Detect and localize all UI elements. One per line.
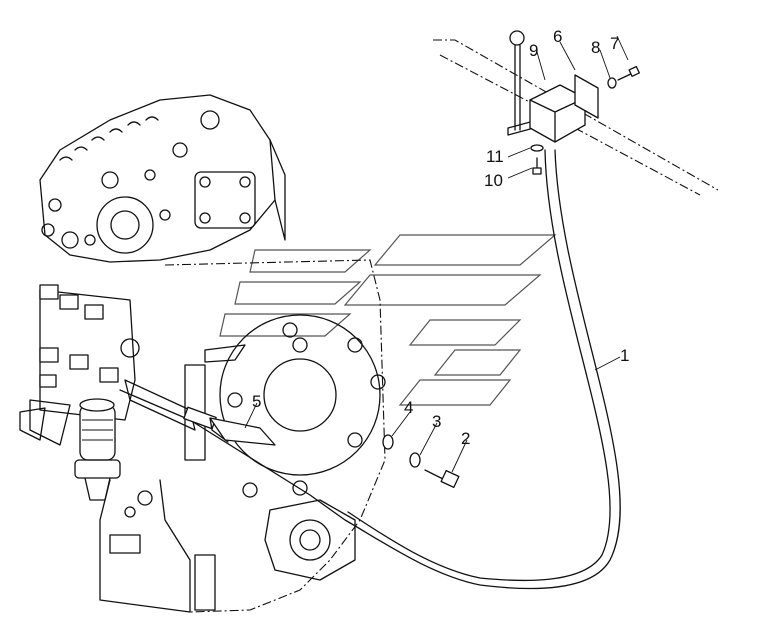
callout-9: 9 xyxy=(529,41,538,60)
callout-6: 6 xyxy=(553,27,562,46)
hardware-washer-8[interactable] xyxy=(607,77,617,89)
callout-4: 4 xyxy=(404,398,413,417)
cable-bracket[interactable] xyxy=(209,417,276,446)
callout-11: 11 xyxy=(486,147,504,166)
cab-panel xyxy=(433,39,719,196)
callout-10: 10 xyxy=(484,171,503,190)
callout-7: 7 xyxy=(610,34,619,53)
hardware-washer-4[interactable] xyxy=(382,434,394,450)
hardware-bolt-2[interactable] xyxy=(424,469,460,489)
name-plate xyxy=(109,534,141,554)
control-cable[interactable] xyxy=(119,149,621,590)
hardware-washer-11[interactable] xyxy=(530,144,544,152)
hardware-bolt-10[interactable] xyxy=(532,157,542,175)
filter-canister xyxy=(74,398,153,518)
callout-3: 3 xyxy=(432,412,441,431)
lifting-eye xyxy=(200,110,220,130)
callout-8: 8 xyxy=(591,38,600,57)
housing-cover-plate xyxy=(194,171,256,229)
transmission-housing xyxy=(39,94,386,613)
mounting-plate xyxy=(574,74,599,119)
callout-2: 2 xyxy=(461,429,470,448)
callout-1: 1 xyxy=(620,346,629,365)
watermark-logo xyxy=(219,234,557,406)
hardware-bolt-7[interactable] xyxy=(617,65,640,81)
hardware-washer-3[interactable] xyxy=(409,452,421,468)
control-lever-assembly[interactable] xyxy=(507,30,599,143)
callout-labels: 1 2 3 4 5 6 7 8 9 10 11 xyxy=(252,27,629,448)
callout-5: 5 xyxy=(252,392,261,411)
leader-lines xyxy=(244,35,629,473)
lever-knob xyxy=(509,30,525,46)
